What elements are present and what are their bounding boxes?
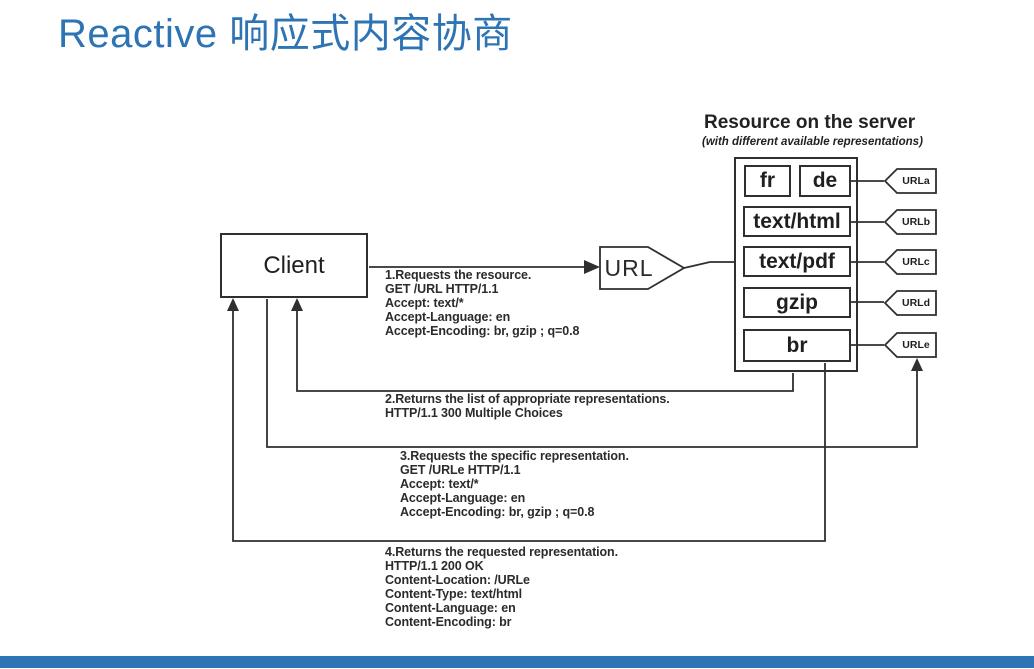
url-tag-label: URLd bbox=[902, 297, 930, 309]
message-step-3-title: 3.Requests the specific representation. bbox=[400, 449, 629, 463]
server-subtitle: (with different available representation… bbox=[702, 136, 923, 148]
message-step-2: 2.Returns the list of appropriate repres… bbox=[385, 392, 670, 420]
message-step-1-headers: GET /URL HTTP/1.1 Accept: text/* Accept-… bbox=[385, 282, 580, 338]
request-3-arrowhead-icon bbox=[911, 358, 923, 371]
tag-pointer-icon bbox=[884, 290, 937, 316]
tag-pointer-icon bbox=[884, 249, 937, 275]
footer-accent-bar bbox=[0, 656, 1034, 668]
representation-box-br: br bbox=[743, 329, 851, 362]
message-step-1: 1.Requests the resource. GET /URL HTTP/1… bbox=[385, 268, 579, 338]
url-tag-e: URLe bbox=[884, 332, 937, 358]
representation-box-de: de bbox=[799, 165, 851, 197]
url-tag-a: URLa bbox=[884, 168, 937, 194]
url-tag-b: URLb bbox=[884, 209, 937, 235]
message-step-3: 3.Requests the specific representation. … bbox=[400, 449, 629, 519]
response-2-arrowhead-icon bbox=[291, 298, 303, 311]
representation-box-text-pdf: text/pdf bbox=[743, 246, 851, 277]
url-tag-label: URLe bbox=[902, 339, 930, 351]
url-tag-label: URLb bbox=[902, 216, 930, 228]
url-tag-c: URLc bbox=[884, 249, 937, 275]
url-tag-label: URLc bbox=[902, 256, 930, 268]
tag-pointer-icon bbox=[884, 332, 937, 358]
message-step-1-title: 1.Requests the resource. bbox=[385, 268, 532, 282]
url-to-resource-line bbox=[683, 261, 734, 269]
client-label: Client bbox=[263, 251, 325, 279]
message-step-4-headers: HTTP/1.1 200 OK Content-Location: /URLe … bbox=[385, 559, 530, 629]
page-title: Reactive 响应式内容协商 bbox=[58, 12, 513, 56]
representation-box-text-html: text/html bbox=[743, 206, 851, 237]
client-box: Client bbox=[220, 233, 368, 298]
representations-group-box bbox=[734, 157, 858, 372]
message-step-4-title: 4.Returns the requested representation. bbox=[385, 545, 618, 559]
url-tag-d: URLd bbox=[884, 290, 937, 316]
message-step-3-headers: GET /URLe HTTP/1.1 Accept: text/* Accept… bbox=[400, 463, 595, 519]
tag-pointer-icon bbox=[884, 168, 937, 194]
message-step-2-headers: HTTP/1.1 300 Multiple Choices bbox=[385, 406, 563, 420]
message-step-2-title: 2.Returns the list of appropriate repres… bbox=[385, 392, 670, 406]
url-tag-label: URLa bbox=[902, 175, 930, 187]
representation-box-fr: fr bbox=[744, 165, 791, 197]
response-4-arrowhead-icon bbox=[227, 298, 239, 311]
server-title: Resource on the server bbox=[704, 112, 916, 133]
tag-pointer-icon bbox=[884, 209, 937, 235]
url-sign-label: URL bbox=[604, 254, 654, 281]
message-step-4: 4.Returns the requested representation. … bbox=[385, 545, 618, 629]
representation-box-gzip: gzip bbox=[743, 287, 851, 318]
